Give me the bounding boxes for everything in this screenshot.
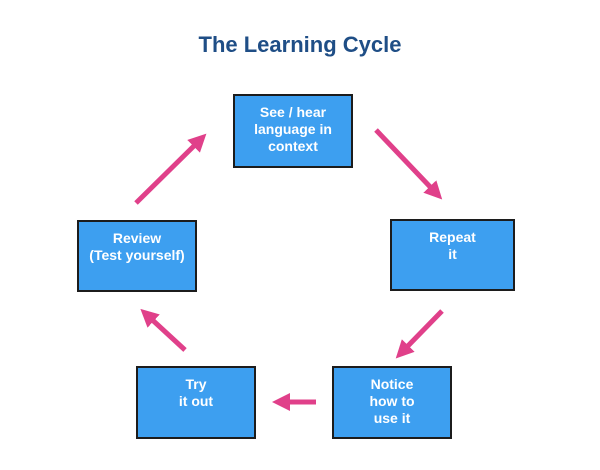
- node-review: Review (Test yourself): [77, 220, 197, 292]
- diagram-title: The Learning Cycle: [198, 32, 402, 57]
- node-label: Notice how to use it: [369, 376, 415, 426]
- arrow-try-to-review: [140, 308, 187, 352]
- node-try-it-out: Try it out: [136, 366, 256, 439]
- arrow-review-to-see: [134, 133, 207, 205]
- node-label: Review (Test yourself): [89, 230, 185, 263]
- node-notice: Notice how to use it: [332, 366, 452, 439]
- node-repeat: Repeat it: [390, 219, 515, 291]
- node-see-hear-language: See / hear language in context: [233, 94, 353, 168]
- arrow-repeat-to-notice: [395, 309, 444, 359]
- node-label: Try it out: [178, 376, 214, 409]
- arrow-see-to-repeat: [374, 128, 443, 200]
- node-label: See / hear language in context: [254, 104, 332, 154]
- node-label: Repeat it: [429, 229, 476, 262]
